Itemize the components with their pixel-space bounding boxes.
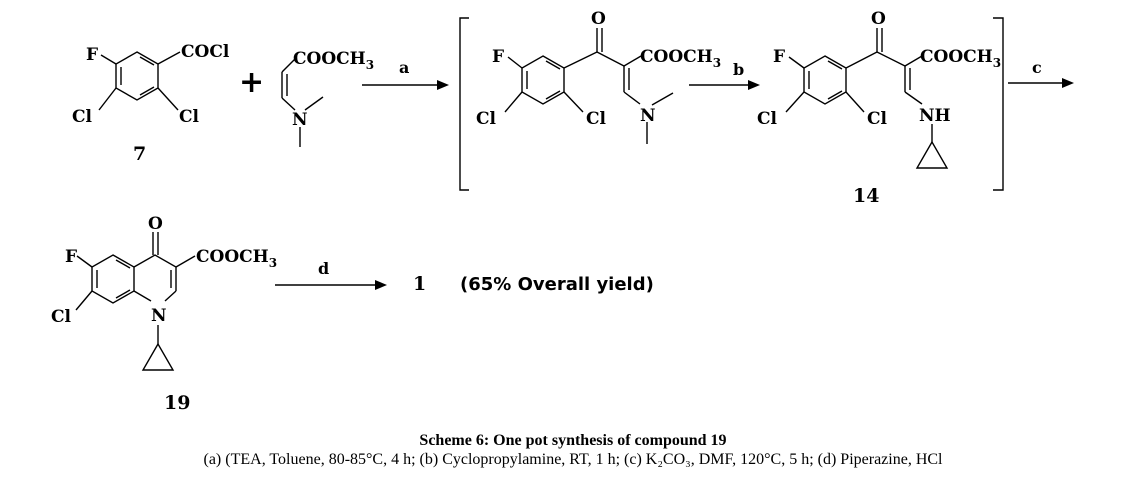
- step-b-label: b: [733, 60, 744, 79]
- intermediate-benzene-ring: [521, 55, 565, 105]
- intermediate-n-methyl-bond: [651, 92, 674, 106]
- c14-cl-bond: [785, 91, 805, 113]
- c14-cyclopropyl: [915, 140, 949, 169]
- c19-pyridone-ring: [133, 254, 177, 291]
- c14-bond: [904, 91, 923, 105]
- intermediate-f-label: F: [492, 47, 504, 67]
- enamine-ester-label: COOCH3: [293, 49, 374, 72]
- c7-acyl-label: COCl: [181, 42, 230, 62]
- c7-f-label: F: [86, 45, 98, 65]
- scheme-drawing: F Cl Cl COCl 7 + COOCH3 N a: [51, 9, 1074, 414]
- n-methyl-bond: [304, 96, 324, 111]
- c14-o-label: O: [871, 9, 886, 29]
- compound-7: F Cl Cl COCl 7: [72, 42, 230, 165]
- intermediate-cl-label: Cl: [586, 109, 607, 129]
- intermediate-cl-bond: [504, 91, 523, 113]
- intermediate-o-label: O: [591, 9, 606, 29]
- intermediate-ester-bond: [623, 55, 642, 67]
- intermediate-double-bond: [545, 90, 561, 100]
- caption-title: Scheme 6: One pot synthesis of compound …: [419, 432, 727, 449]
- step-c-label: c: [1032, 58, 1042, 77]
- c7-f-bond: [100, 54, 117, 65]
- c19-benzene-ring: [91, 254, 135, 304]
- intermediate-bond: [596, 51, 625, 67]
- c7-double-bond: [139, 86, 155, 96]
- c14-benzene-ring: [803, 55, 847, 105]
- c7-cl-label: Cl: [179, 107, 200, 127]
- c14-double-bond: [827, 60, 843, 70]
- bracket-left: [459, 17, 469, 191]
- arrow-step-b: b: [689, 60, 760, 90]
- arrow-step-d: d: [275, 259, 387, 290]
- bracket-right: [993, 17, 1004, 191]
- c19-number: 19: [164, 392, 190, 414]
- c19-ring-bond: [164, 290, 177, 302]
- c14-f-label: F: [773, 47, 785, 67]
- step-a-label: a: [399, 58, 409, 77]
- overall-yield: (65% Overall yield): [460, 274, 654, 295]
- c14-cl-bond: [845, 91, 865, 113]
- scheme-caption: Scheme 6: One pot synthesis of compound …: [0, 432, 1146, 470]
- c7-cl-label: Cl: [72, 107, 93, 127]
- intermediate-enaminone: O F Cl Cl COOCH3 N: [476, 9, 721, 144]
- arrow-step-c: c: [1008, 58, 1074, 88]
- compound-19: O F Cl COOCH3 N 19: [51, 214, 277, 414]
- enamine-n-label: N: [292, 110, 308, 130]
- c14-f-bond: [788, 56, 805, 69]
- intermediate-cl-label: Cl: [476, 109, 497, 129]
- plus-sign: +: [239, 65, 264, 100]
- intermediate-double-bond: [545, 60, 561, 70]
- c14-bond: [876, 51, 906, 67]
- caption-conditions: (a) (TEA, Toluene, 80-85°C, 4 h; (b) Cyc…: [203, 451, 943, 468]
- intermediate-bond: [623, 91, 641, 105]
- c19-ester-label: COOCH3: [196, 247, 277, 270]
- c7-cl-bond: [157, 87, 179, 111]
- c19-ester-bond: [175, 255, 196, 268]
- c14-double-bond: [827, 90, 843, 100]
- intermediate-n-label: N: [640, 106, 656, 126]
- intermediate-keto-bond: [563, 51, 598, 69]
- c14-number: 14: [853, 185, 879, 207]
- intermediate-cl-bond: [563, 91, 584, 113]
- c19-double-bond: [115, 259, 131, 269]
- bracket: [459, 17, 1004, 191]
- c7-cl-bond: [98, 87, 117, 111]
- c7-acyl-bond: [157, 51, 181, 65]
- c14-nh-label: NH: [919, 106, 951, 126]
- c19-o-label: O: [148, 214, 163, 234]
- enamine-bond: [281, 97, 296, 111]
- step-d-label: d: [318, 259, 329, 278]
- c7-benzene-ring: [115, 51, 159, 101]
- c14-keto-bond: [845, 51, 878, 69]
- product-number: 1: [413, 273, 426, 295]
- compound-14: O F Cl Cl COOCH3 NH 14: [757, 9, 1001, 207]
- c19-f-label: F: [65, 247, 77, 267]
- enamine-bond: [281, 57, 297, 73]
- c19-double-bond: [115, 289, 131, 299]
- c14-cl-label: Cl: [757, 109, 778, 129]
- c14-ester-bond: [904, 55, 923, 67]
- c19-cyclopropyl: [141, 342, 175, 371]
- intermediate-ester-label: COOCH3: [640, 47, 721, 70]
- c19-cl-label: Cl: [51, 307, 72, 327]
- c19-ring-bond: [133, 290, 152, 302]
- intermediate-f-bond: [507, 56, 523, 69]
- c19-cl-bond: [75, 290, 93, 311]
- c7-number: 7: [133, 143, 146, 165]
- c19-f-bond: [76, 255, 93, 268]
- c19-n-label: N: [151, 306, 167, 326]
- enamine-reagent: COOCH3 N: [281, 49, 374, 147]
- c7-double-bond: [139, 56, 155, 66]
- c14-cl-label: Cl: [867, 109, 888, 129]
- c14-ester-label: COOCH3: [920, 47, 1001, 70]
- arrow-step-a: a: [362, 58, 449, 90]
